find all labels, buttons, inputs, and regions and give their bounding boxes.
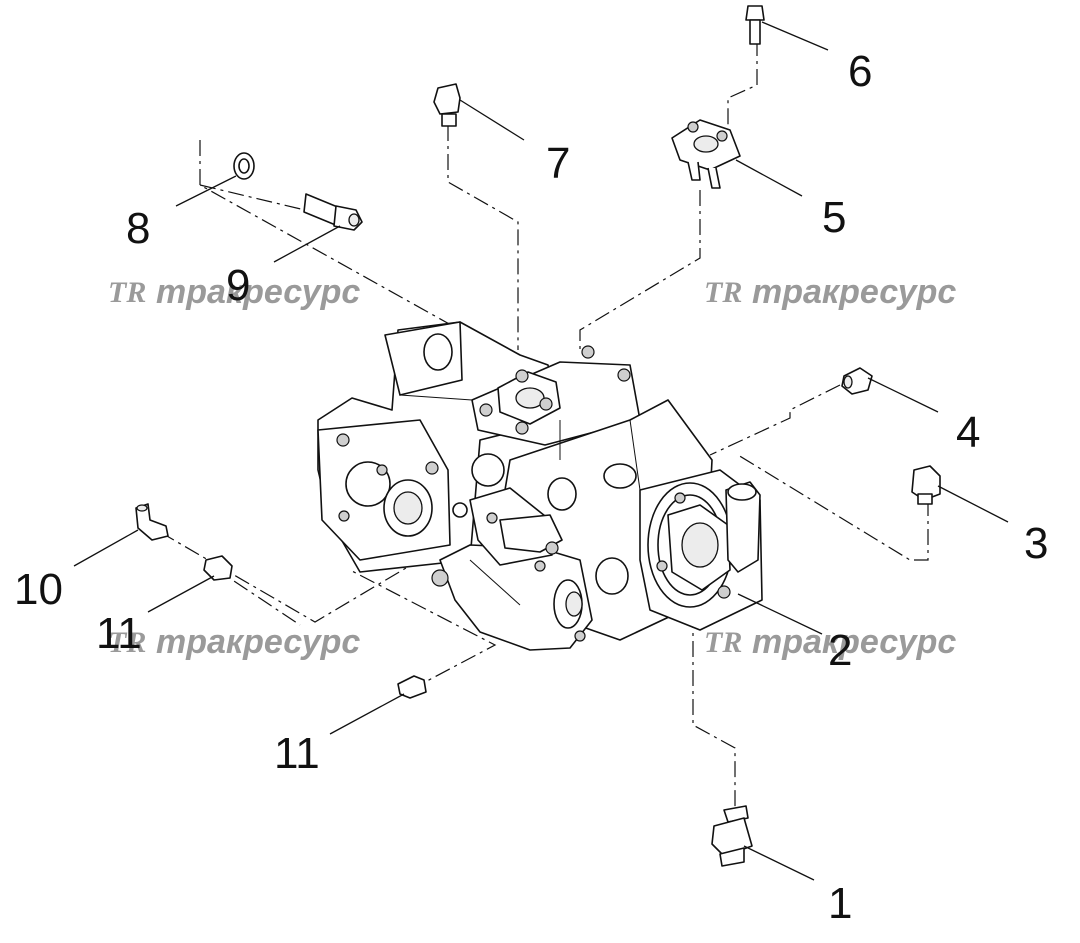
callout-8: 8	[126, 204, 150, 253]
callout-2: 2	[828, 626, 852, 675]
part-8-washer	[233, 152, 255, 180]
callout-6: 6	[848, 47, 872, 96]
watermark-bottom-left: TR тракресурс	[108, 623, 360, 661]
part-9-cap-screw	[303, 193, 363, 231]
part-1-fitting	[711, 805, 753, 867]
callout-11-lower: 11	[274, 729, 320, 778]
part-10-elbow	[135, 503, 169, 541]
watermark-text: тракресурс	[156, 623, 360, 661]
callout-3: 3	[1024, 519, 1048, 568]
part-4-plug	[841, 367, 873, 395]
part-11-nipple-lower	[397, 675, 427, 699]
callout-1: 1	[828, 879, 852, 928]
watermark-logo: TR	[108, 626, 146, 659]
callout-10: 10	[14, 565, 63, 614]
callout-5: 5	[822, 193, 846, 242]
part-3-fitting	[911, 465, 941, 505]
part-11-nipple-upper	[203, 555, 233, 581]
callout-4: 4	[956, 408, 980, 457]
watermark-logo: TR	[704, 626, 742, 659]
watermark-logo: TR	[108, 276, 146, 309]
part-6-bolt	[745, 5, 765, 45]
watermark-top-right: TR тракресурс	[704, 273, 956, 311]
callout-9: 9	[226, 261, 250, 310]
leader-lines	[73, 21, 1009, 881]
pump-assembly	[317, 321, 763, 651]
watermark-top-left: TR тракресурс	[108, 273, 360, 311]
part-5-flange	[671, 119, 741, 189]
part-7-fitting	[433, 83, 461, 127]
callout-7: 7	[546, 139, 570, 188]
callout-11-upper: 11	[96, 609, 142, 658]
watermark-logo: TR	[704, 276, 742, 309]
watermark-text: тракресурс	[156, 273, 360, 311]
watermark-text: тракресурс	[752, 273, 956, 311]
watermark-bottom-right: TR тракресурс	[704, 623, 956, 661]
callout-labels: 1 2 3 4 5 6 7 8 9 10 11 11	[14, 47, 1048, 928]
watermark-text: тракресурс	[752, 623, 956, 661]
